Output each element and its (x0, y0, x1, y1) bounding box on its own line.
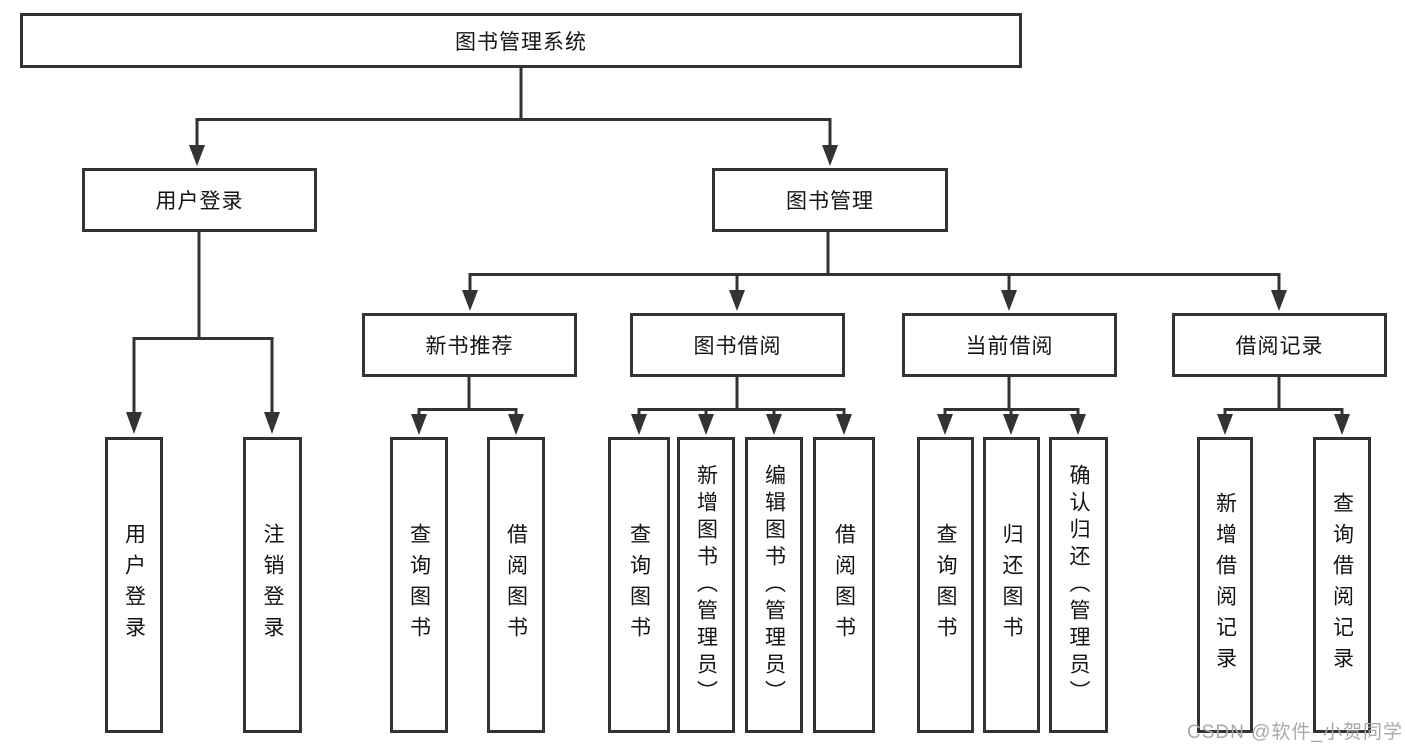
leaf-add-book-admin: 新增图书（管理员） (677, 437, 735, 733)
node-book-borrowing: 图书借阅 (630, 313, 845, 377)
node-current-borrowing: 当前借阅 (902, 313, 1117, 377)
node-book-management: 图书管理 (712, 168, 948, 232)
csdn-watermark: CSDN @软件_小贺同学 (1187, 722, 1403, 743)
node-new-book-recommend: 新书推荐 (362, 313, 577, 377)
leaf-user-login: 用户登录 (105, 437, 163, 733)
leaf-query-books-current: 查询图书 (917, 437, 974, 733)
leaf-query-borrow-record: 查询借阅记录 (1313, 437, 1371, 733)
leaf-borrow-books-recommend: 借阅图书 (487, 437, 545, 733)
node-user-login: 用户登录 (82, 168, 317, 232)
leaf-edit-book-admin: 编辑图书（管理员） (745, 437, 803, 733)
leaf-return-book: 归还图书 (983, 437, 1040, 733)
leaf-query-books-borrowing: 查询图书 (608, 437, 670, 733)
leaf-add-borrow-record: 新增借阅记录 (1197, 437, 1253, 733)
node-root-library-system: 图书管理系统 (20, 13, 1022, 68)
leaf-confirm-return-admin: 确认归还（管理员） (1049, 437, 1108, 733)
leaf-query-books-recommend: 查询图书 (390, 437, 448, 733)
leaf-borrow-books: 借阅图书 (813, 437, 875, 733)
leaf-logout: 注销登录 (243, 437, 302, 733)
node-borrow-records: 借阅记录 (1172, 313, 1387, 377)
